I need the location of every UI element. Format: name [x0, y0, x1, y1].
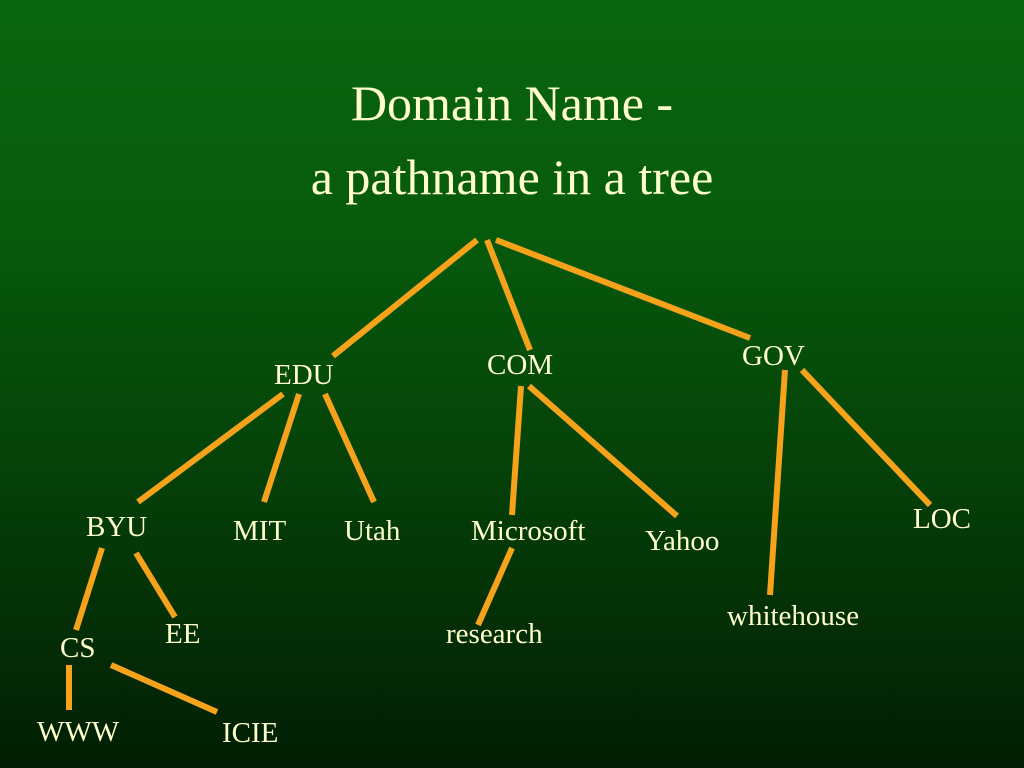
node-byu: BYU [86, 511, 148, 543]
node-cs: CS [60, 632, 96, 664]
edge-com-microsoft [509, 385, 524, 516]
title-line-2: a pathname in a tree [310, 149, 714, 205]
slide-title: Domain Name - a pathname in a tree [0, 66, 1024, 214]
node-utah: Utah [344, 515, 401, 547]
edge-cs-icie [109, 662, 219, 715]
edge-byu-cs [73, 547, 105, 631]
node-research: research [446, 618, 543, 650]
edge-edu-byu [136, 391, 285, 505]
node-www: WWW [37, 716, 120, 748]
edge-root-edu [331, 237, 479, 359]
edge-microsoft-research [475, 546, 515, 627]
node-mit: MIT [233, 515, 287, 547]
node-yahoo: Yahoo [645, 525, 720, 557]
edge-edu-mit [261, 393, 302, 503]
edge-root-com [484, 238, 533, 352]
edge-edu-utah [322, 392, 377, 504]
node-edu: EDU [274, 359, 334, 391]
node-com: COM [487, 349, 554, 381]
edge-com-yahoo [527, 383, 679, 519]
edge-gov-loc [799, 367, 933, 508]
node-ee: EE [165, 618, 201, 650]
node-loc: LOC [913, 503, 971, 535]
node-whitehouse: whitehouse [727, 600, 860, 632]
title-line-1: Domain Name - [350, 75, 674, 131]
node-gov: GOV [742, 340, 805, 372]
node-microsoft: Microsoft [471, 515, 586, 547]
edge-byu-ee [133, 551, 178, 619]
edge-root-gov [494, 237, 752, 341]
node-icie: ICIE [222, 717, 279, 749]
edge-gov-whitehouse [767, 369, 788, 596]
